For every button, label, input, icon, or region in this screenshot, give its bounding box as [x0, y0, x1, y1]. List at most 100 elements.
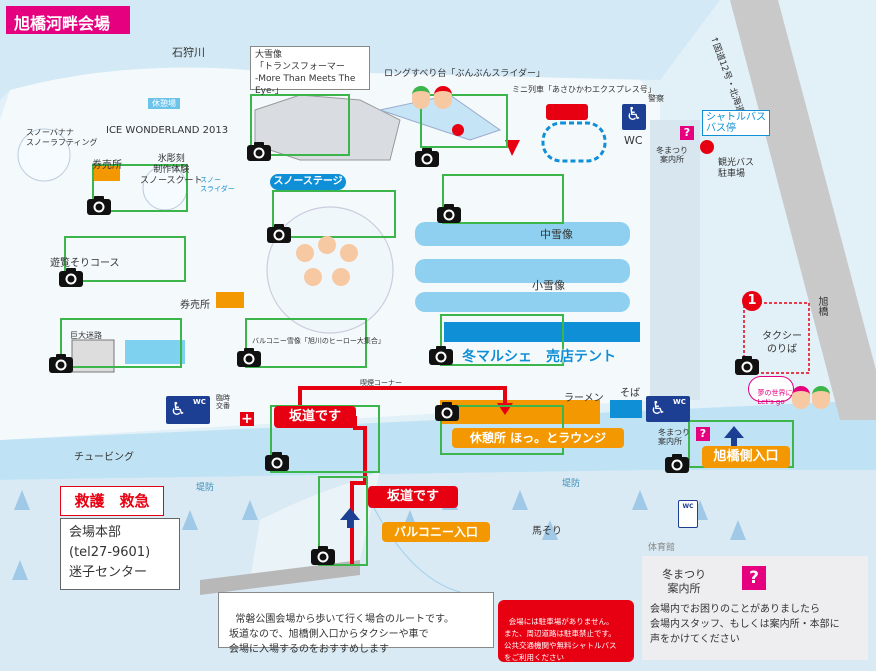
character-group-slide: [408, 80, 458, 110]
slope-sign-1-label: 坂道です: [288, 409, 341, 424]
photo-frame-maze: [60, 318, 182, 368]
photo-frame-snow-stage: [272, 190, 396, 238]
info-question-icon: ?: [696, 427, 710, 441]
rescue-label: 救護 救急: [74, 492, 150, 510]
character-group-stage: [290, 234, 370, 304]
bus-stop-icon: [700, 140, 714, 154]
first-aid-icon: +: [240, 411, 254, 427]
police-label: 警察: [648, 94, 664, 103]
camera-icon: [415, 148, 439, 167]
camera-icon: [237, 348, 261, 367]
photo-frame-statue-lane: [442, 174, 564, 224]
slide-label: ロングすべり台「ぶんぶんスライダー」: [384, 69, 546, 79]
hq-title: 会場本部: [69, 525, 122, 540]
photo-frame-marche: [440, 314, 564, 366]
camera-icon: [49, 354, 73, 373]
slope-sign-2-label: 坂道です: [386, 489, 439, 504]
venue-title: 旭橋河畔会場: [6, 6, 130, 34]
ticket-booth-1-label: 券売所: [92, 160, 122, 171]
slope-sign-1: 坂道です: [274, 406, 356, 428]
yume-bubble: 夢の世界に Let's go: [748, 376, 794, 406]
wc-left-sign: ♿ WC: [166, 396, 210, 424]
asahibashi-label: 旭橋: [816, 296, 827, 316]
photo-frame-big-statue: [250, 94, 350, 156]
character-group-entrance: [790, 382, 836, 422]
rest-lounge-sign: 休憩所 ほっ。とラウンジ: [452, 428, 624, 448]
camera-icon: [267, 224, 291, 243]
slope-sign-2: 坂道です: [368, 486, 458, 508]
photo-frame-slide: [420, 94, 508, 148]
winter-marche-label: 冬マルシェ 売店テント: [462, 349, 616, 365]
marker-1-circle: 1: [742, 291, 762, 311]
wheelchair-icon: ♿: [170, 399, 187, 420]
rest-area-label: 休憩場: [148, 98, 180, 109]
route-note-text: 常磐公園会場から歩いて行く場合のルートです。 坂道なので、旭橋側入口からタクシー…: [229, 614, 455, 655]
photo-frame-balcony-statue: [245, 318, 367, 368]
camera-icon: [247, 142, 271, 161]
camera-icon: [735, 356, 759, 375]
wc-left-label: WC: [193, 398, 206, 406]
camera-icon: [265, 452, 289, 471]
parking-note: 会場には駐車場がありません。 また、周辺道路は駐車禁止です。 公共交通機関や無料…: [498, 600, 634, 662]
hq-box: 会場本部 (tel27-9601) 迷子センター: [60, 518, 180, 590]
tubing-label: チュービング: [74, 452, 134, 463]
photo-frame-ramp: [318, 476, 368, 566]
taxi-label: タクシー のりば: [762, 331, 802, 355]
big-statue-callout: 大雪像 「トランスフォーマー -More Than Meets The Eye-…: [250, 46, 370, 96]
balcony-entrance-label: バルコニー入口: [394, 525, 478, 539]
asahibashi-entrance-label: 旭橋側入口: [713, 449, 779, 464]
route-note: 常磐公園会場から歩いて行く場合のルートです。 坂道なので、旭橋側入口からタクシー…: [218, 592, 494, 655]
camera-icon: [665, 454, 689, 473]
koban-label: 臨時 交番: [216, 394, 230, 410]
shuttle-bus-label: シャトルバス バス停: [702, 110, 770, 136]
camera-icon: [311, 546, 335, 565]
ice-sculpture-label: 氷彫刻 制作体験 スノースクート: [140, 154, 203, 186]
wc-small-sign: WC: [678, 500, 698, 528]
info-question-icon-top: ?: [680, 126, 694, 140]
wheelchair-icon: ♿: [650, 398, 667, 419]
yume-bubble-text: 夢の世界に Let's go: [757, 389, 793, 406]
maze-label: 巨大迷路: [70, 331, 102, 340]
camera-icon: [87, 196, 111, 215]
rest-lounge-label: 休憩所 ほっ。とラウンジ: [469, 431, 607, 445]
wc-right-sign: ♿ WC: [646, 396, 690, 422]
camera-icon: [429, 346, 453, 365]
snow-stage-label: スノーステージ: [273, 176, 343, 187]
big-statue-title: 大雪像: [255, 50, 283, 60]
wc-main-label: WC: [624, 134, 643, 147]
big-statue-subtitle: -More Than Meets The Eye-」: [255, 74, 356, 96]
small-statue-label: 小雪像: [532, 279, 565, 292]
rescue-callout: 救護 救急: [60, 486, 164, 516]
river-label: 石狩川: [172, 46, 205, 59]
snow-banana-label: スノーバナナ スノーラフティング: [26, 128, 98, 147]
venue-title-text: 旭橋河畔会場: [14, 14, 111, 33]
info-panel-text: 会場内でお困りのことがありましたら 会場内スタッフ、もしくは案内所・本部に 声を…: [650, 604, 840, 645]
mid-statue-label: 中雪像: [540, 228, 573, 241]
embankment-label-2: 堤防: [562, 479, 581, 489]
snow-slider-label: スノー スライダー: [200, 176, 235, 193]
sled-course-label: 遊覧そりコース: [50, 258, 120, 269]
balcony-statue-label: バルコニー雪像「旭川のヒーロー大集合」: [252, 337, 385, 345]
info-panel-title: 冬まつり 案内所: [662, 568, 706, 595]
photo-frame-sculpture: [92, 164, 188, 212]
info-panel: 冬まつり 案内所 ? 会場内でお困りのことがありましたら 会場内スタッフ、もしく…: [642, 556, 868, 660]
ticket-booth-2-label: 券売所: [180, 300, 210, 311]
big-statue-name: 「トランスフォーマー: [255, 62, 345, 72]
info-center-right-label: 冬まつり 案内所: [658, 428, 690, 446]
smoking-label: 喫煙コーナー: [360, 379, 402, 387]
parking-note-text: 会場には駐車場がありません。 また、周辺道路は駐車禁止です。 公共交通機関や無料…: [504, 617, 617, 662]
hq-phone: (tel27-9601): [69, 545, 151, 560]
camera-icon: [435, 402, 459, 421]
wheelchair-icon: ♿: [625, 104, 643, 125]
ramen-label: ラーメン: [564, 393, 604, 404]
wc-small-label: WC: [682, 503, 694, 510]
embankment-label-1: 堤防: [196, 483, 215, 493]
balcony-entrance-sign: バルコニー入口: [382, 522, 490, 542]
snow-stage-badge: スノーステージ: [270, 174, 346, 190]
sightseeing-bus-label: 観光バス 駐車場: [718, 158, 755, 179]
marker-1-label: 1: [747, 293, 757, 308]
ice-wonderland-label: ICE WONDERLAND 2013: [106, 125, 229, 136]
photo-frame-sled: [64, 236, 186, 282]
mini-train-label: ミニ列車「あさひかわエクスプレス号」: [512, 85, 656, 94]
info-center-small-label: 冬まつり 案内所: [656, 146, 688, 164]
